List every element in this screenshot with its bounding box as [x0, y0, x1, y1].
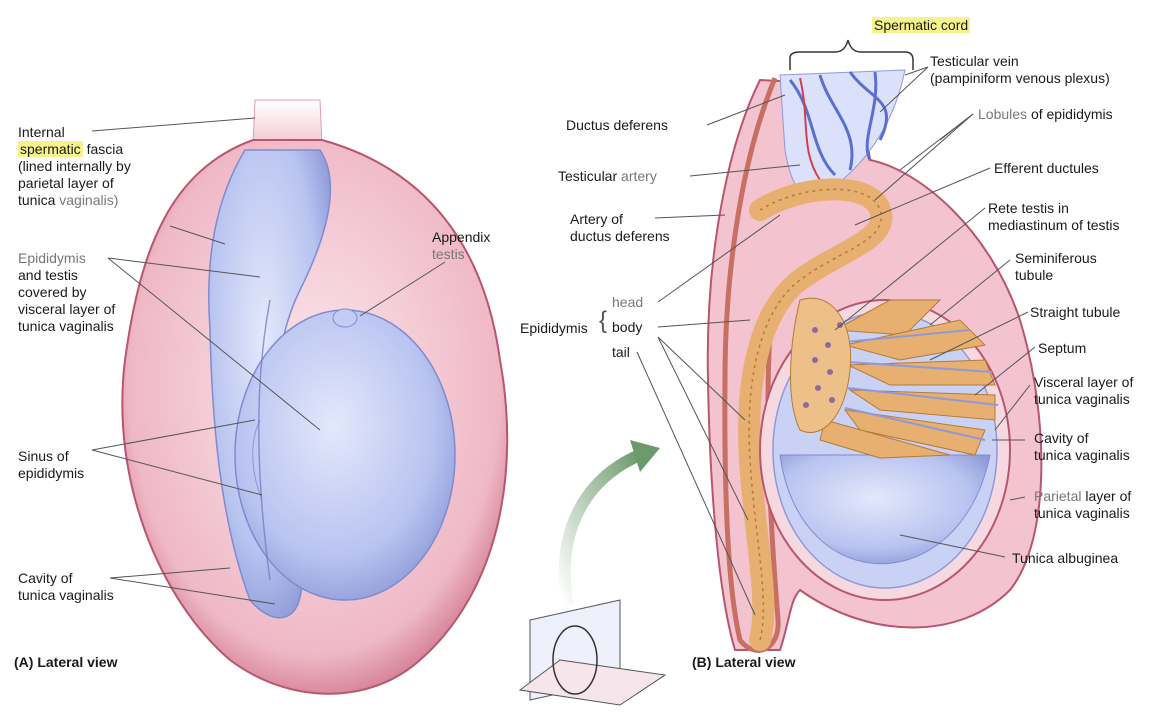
label-line: Appendix: [432, 229, 490, 246]
label-line: Cavity of: [1034, 430, 1130, 447]
label-line: spermatic fascia: [18, 141, 131, 158]
label-tunica-albuginea: Tunica albuginea: [1012, 550, 1118, 567]
label-word: fascia: [87, 141, 124, 157]
label-artery-of-ductus-deferens: Artery of ductus deferens: [570, 211, 670, 245]
label-line: (pampiniform venous plexus): [930, 70, 1110, 87]
label-ductus-deferens: Ductus deferens: [566, 117, 668, 134]
label-septum: Septum: [1038, 340, 1086, 357]
label-word: artery: [621, 168, 657, 184]
epididymis-brace: {: [599, 309, 607, 333]
label-line: Visceral layer of: [1034, 374, 1133, 391]
label-line: mediastinum of testis: [988, 217, 1120, 234]
label-internal-spermatic-fascia: Internal spermatic fascia (lined interna…: [18, 124, 131, 209]
caption-panel-a: (A) Lateral view: [14, 654, 117, 671]
label-line: Internal: [18, 124, 131, 141]
label-line: tunica vaginalis: [18, 318, 115, 335]
label-line: tunica vaginalis: [1034, 505, 1131, 522]
panel-a-drawing: [122, 100, 507, 694]
label-line: Parietal layer of: [1034, 488, 1131, 505]
label-word: tunica: [18, 192, 55, 208]
label-word: Parietal: [1034, 488, 1081, 504]
label-word: Testicular: [558, 168, 617, 184]
label-parietal-layer: Parietal layer of tunica vaginalis: [1034, 488, 1131, 522]
label-epididymis-tail: tail: [612, 344, 630, 361]
label-spermatic-cord: Spermatic cord: [872, 17, 970, 34]
label-line: visceral layer of: [18, 301, 115, 318]
label-line: Artery of: [570, 211, 670, 228]
orientation-inset: [520, 600, 665, 705]
label-line: epididymis: [18, 465, 84, 482]
label-testicular-artery: Testicular artery: [558, 168, 657, 185]
label-line: tunica vaginalis: [1034, 447, 1130, 464]
label-line: ductus deferens: [570, 228, 670, 245]
highlighted-term: spermatic: [18, 141, 83, 157]
label-epididymis-and-testis: Epididymis and testis covered by viscera…: [18, 250, 115, 335]
label-line: tunica vaginalis: [1034, 391, 1133, 408]
label-word: of epididymis: [1031, 106, 1113, 122]
label-testicular-vein: Testicular vein (pampiniform venous plex…: [930, 53, 1110, 87]
label-visceral-layer: Visceral layer of tunica vaginalis: [1034, 374, 1133, 408]
label-line: Epididymis: [18, 250, 115, 267]
label-line: Sinus of: [18, 448, 84, 465]
label-line: covered by: [18, 284, 115, 301]
label-cavity-of-tunica-vaginalis-b: Cavity of tunica vaginalis: [1034, 430, 1130, 464]
label-line: testis: [432, 246, 490, 263]
label-straight-tubule: Straight tubule: [1030, 304, 1120, 321]
label-word: vaginalis): [59, 192, 118, 208]
label-appendix-testis: Appendix testis: [432, 229, 490, 263]
label-epididymis-body: body: [612, 319, 642, 336]
label-line: Rete testis in: [988, 200, 1120, 217]
caption-panel-b: (B) Lateral view: [692, 654, 795, 671]
label-line: tunica vaginalis: [18, 587, 114, 604]
label-line: tubule: [1015, 267, 1097, 284]
label-epididymis-head: head: [612, 294, 643, 311]
label-cavity-of-tunica-vaginalis-a: Cavity of tunica vaginalis: [18, 570, 114, 604]
label-line: Cavity of: [18, 570, 114, 587]
label-line: (lined internally by: [18, 158, 131, 175]
label-epididymis: Epididymis: [520, 320, 588, 337]
label-line: Testicular vein: [930, 53, 1110, 70]
panel-b-drawing: [520, 40, 1041, 705]
label-seminiferous-tubule: Seminiferous tubule: [1015, 250, 1097, 284]
label-line: Seminiferous: [1015, 250, 1097, 267]
label-sinus-of-epididymis: Sinus of epididymis: [18, 448, 84, 482]
label-line: and testis: [18, 267, 115, 284]
label-lobules-of-epididymis: Lobules of epididymis: [978, 106, 1113, 123]
highlighted-term: Spermatic cord: [872, 17, 970, 33]
label-word: Lobules: [978, 106, 1027, 122]
label-line: parietal layer of: [18, 175, 131, 192]
label-efferent-ductules: Efferent ductules: [994, 160, 1099, 177]
label-rete-testis: Rete testis in mediastinum of testis: [988, 200, 1120, 234]
label-word: layer of: [1085, 488, 1131, 504]
label-line: tunica vaginalis): [18, 192, 131, 209]
